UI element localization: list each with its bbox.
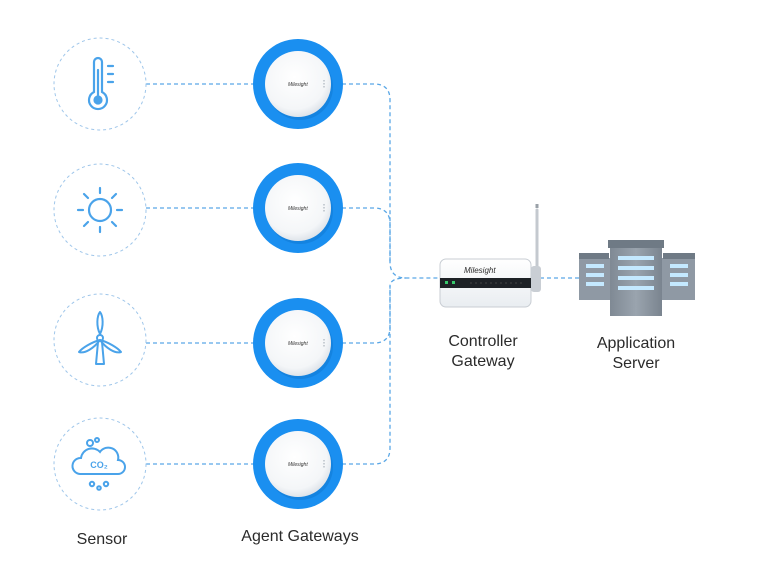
controller-brand-logo: Milesight <box>464 266 496 275</box>
sun-icon <box>76 186 124 234</box>
gateway-to-controller-link-4 <box>342 277 407 465</box>
gateway-to-controller-link-1 <box>342 83 440 279</box>
co2-cloud-icon: CO₂ <box>71 437 126 491</box>
agent-gateway-brand-logo: Milesight <box>288 462 308 468</box>
controller-gateway-label: Controller Gateway <box>448 333 518 370</box>
agent-gateway-brand-logo: Milesight <box>288 82 308 88</box>
agent-gateway-3: Milesight <box>253 298 343 388</box>
gateway-to-controller-link-3 <box>342 286 391 344</box>
agent-gateway-device <box>265 175 331 241</box>
wind-turbine-icon <box>78 311 122 365</box>
sensor-wind-turbine <box>53 293 147 387</box>
sensor-thermometer <box>53 37 147 131</box>
agent-gateway-2: Milesight <box>253 163 343 253</box>
application-server-label: Application Server <box>596 335 676 372</box>
sensor-column-label: Sensor <box>76 531 128 548</box>
agent-gateway-device <box>265 310 331 376</box>
connector-lines <box>146 83 590 465</box>
gateway-to-controller-link-2 <box>342 207 391 262</box>
agent-gateway-device <box>265 431 331 497</box>
thermometer-icon <box>87 56 115 111</box>
agent-gateway-brand-logo: Milesight <box>288 206 308 212</box>
sensor-co2: CO₂ <box>53 417 147 511</box>
application-server-icon <box>579 240 695 316</box>
sensor-sun <box>53 163 147 257</box>
co2-label: CO₂ <box>90 460 108 470</box>
agent-gateway-4: Milesight <box>253 419 343 509</box>
agent-gateways-column-label: Agent Gateways <box>241 528 359 545</box>
agent-gateway-1: Milesight <box>253 39 343 129</box>
agent-gateway-brand-logo: Milesight <box>288 341 308 347</box>
agent-gateway-device <box>265 51 331 117</box>
sensor-column: CO₂ <box>53 37 147 511</box>
controller-gateway-device: Milesight <box>439 204 541 308</box>
